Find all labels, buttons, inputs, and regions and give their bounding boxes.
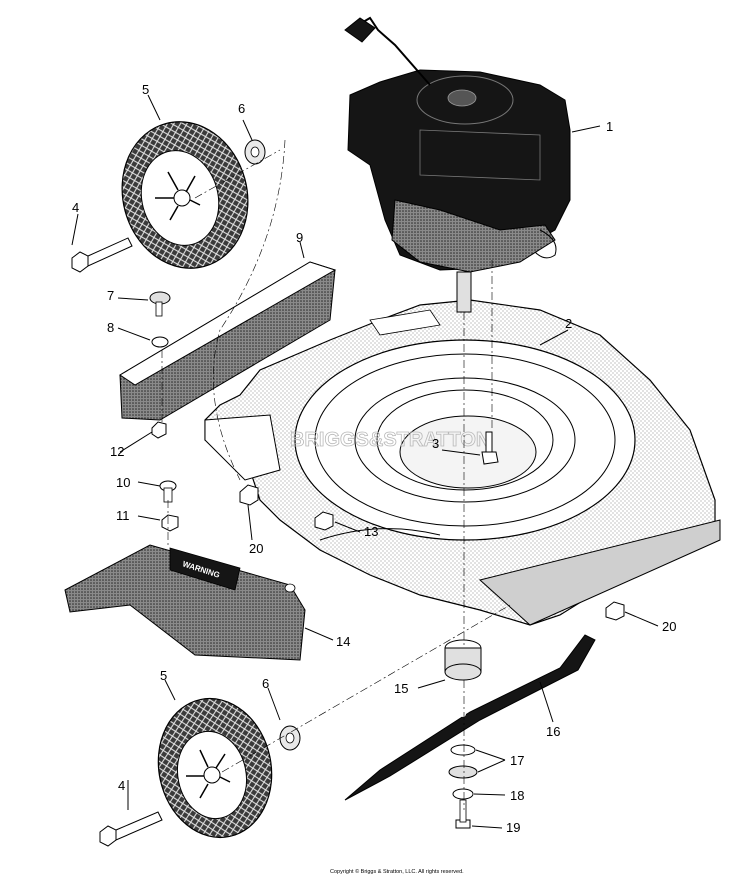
nut-right xyxy=(605,601,625,621)
watermark-text: BRIGGS&STRATTON xyxy=(290,429,490,451)
callout-6-bottom: 6 xyxy=(262,676,269,691)
callout-5-bottom: 5 xyxy=(160,668,167,683)
callout-14: 14 xyxy=(336,634,350,649)
callout-9: 9 xyxy=(296,230,303,245)
callout-6-top: 6 xyxy=(238,101,245,116)
callout-3: 3 xyxy=(432,436,439,451)
nut-13 xyxy=(314,511,334,531)
callout-8: 8 xyxy=(107,320,114,335)
front-wheel xyxy=(157,697,273,839)
washer-top xyxy=(244,139,266,165)
washer-bottom xyxy=(279,725,301,751)
callout-16: 16 xyxy=(546,724,560,739)
rear-wheel xyxy=(121,121,249,269)
callout-13: 13 xyxy=(364,524,378,539)
engine xyxy=(344,16,571,313)
callout-2: 2 xyxy=(565,316,572,331)
bolt-and-nut xyxy=(159,480,179,532)
blade-adapter xyxy=(444,639,482,681)
copyright-notice: Copyright © Briggs & Stratton, LLC. All … xyxy=(330,868,464,875)
callout-5-top: 5 xyxy=(142,82,149,97)
callout-1: 1 xyxy=(606,119,613,134)
callout-11: 11 xyxy=(116,508,130,523)
callout-12: 12 xyxy=(110,444,124,459)
wheel-bolt-top xyxy=(71,237,133,273)
callout-20-left: 20 xyxy=(249,541,263,556)
discharge-deflector: WARNING xyxy=(64,544,306,661)
callout-20-right: 20 xyxy=(662,619,676,634)
callout-7: 7 xyxy=(107,288,114,303)
callout-15: 15 xyxy=(394,681,408,696)
callout-18: 18 xyxy=(510,788,524,803)
callout-17: 17 xyxy=(510,753,524,768)
baffle xyxy=(119,261,337,439)
centre-lines xyxy=(161,139,511,810)
blade-bolt xyxy=(455,799,471,829)
nut-left xyxy=(239,484,259,506)
mower-deck: BRIGGS&STRATTON xyxy=(204,299,721,626)
leader-lines xyxy=(71,94,659,829)
callout-10: 10 xyxy=(116,475,130,490)
callout-4-bottom: 4 xyxy=(118,778,125,793)
callout-labels: 1 2 3 4 4 5 5 6 6 7 8 9 10 11 12 13 14 1… xyxy=(72,82,676,835)
washers xyxy=(448,744,478,800)
blade xyxy=(344,634,596,801)
callout-19: 19 xyxy=(506,820,520,835)
callout-4-top: 4 xyxy=(72,200,79,215)
bolt-3 xyxy=(481,431,499,465)
wheel-bolt-bottom xyxy=(99,811,163,847)
